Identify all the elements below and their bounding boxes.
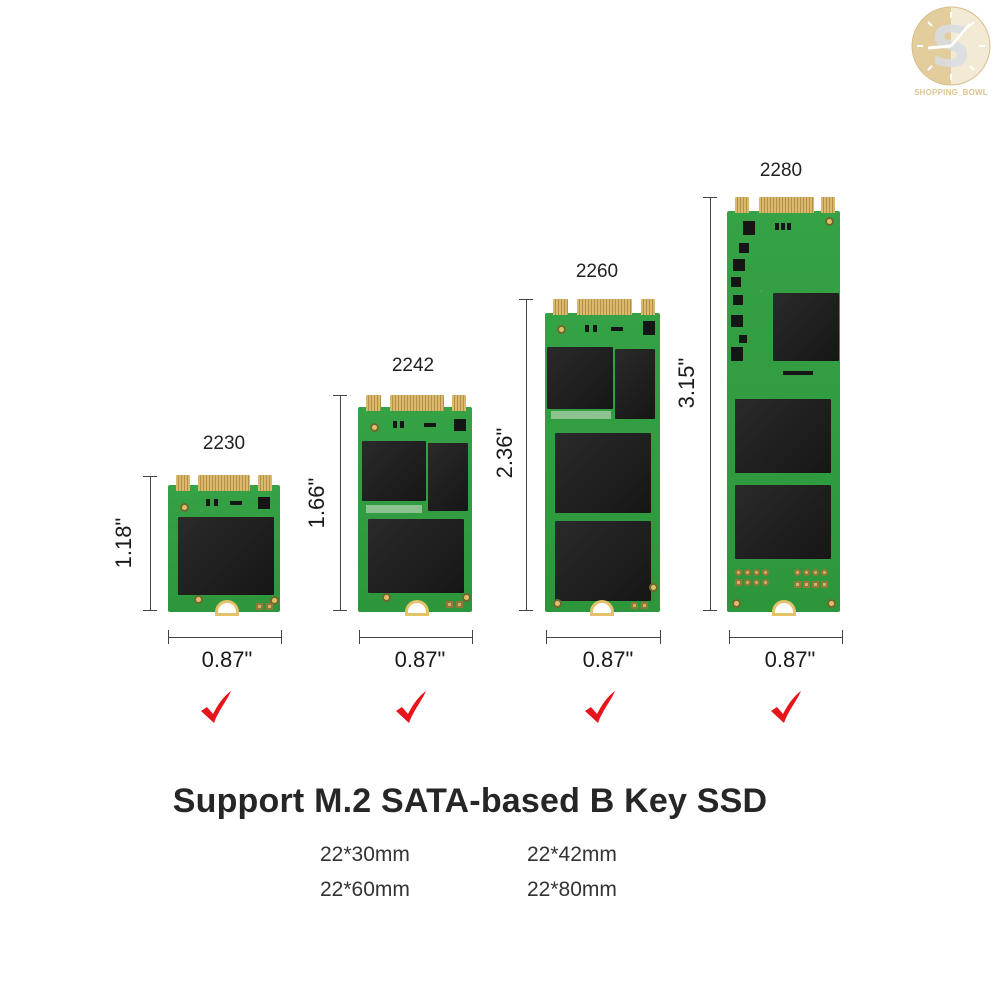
- width-label-2242: 0.87": [394, 647, 446, 672]
- dimension-tick: [281, 630, 282, 644]
- ssd-card-2280: [727, 197, 840, 613]
- dimension-tick: [729, 630, 730, 644]
- dimension-tick: [472, 630, 473, 644]
- height-dimension-line-2280: [710, 197, 711, 611]
- width-dimension-line-2280: [729, 637, 842, 638]
- dimension-tick: [143, 610, 157, 611]
- card-2230-label: 2230: [202, 433, 246, 454]
- dimension-tick: [333, 395, 347, 396]
- clock-s-logo-icon: S: [911, 6, 991, 86]
- size-22x42: 22*42mm: [527, 843, 617, 866]
- red-checkmark-icon: [396, 691, 426, 723]
- card-2242-label: 2242: [391, 355, 435, 376]
- height-label-2260: 2.36": [492, 427, 517, 479]
- dimension-tick: [359, 630, 360, 644]
- width-label-2260: 0.87": [582, 647, 634, 672]
- height-label-2230: 1.18": [111, 517, 136, 569]
- ssd-card-2260: [545, 299, 660, 613]
- height-label-2280: 3.15": [674, 357, 699, 409]
- ssd-card-2230: [168, 475, 280, 613]
- support-heading: Support M.2 SATA-based B Key SSD: [172, 782, 768, 820]
- card-2260-label: 2260: [575, 261, 619, 282]
- width-dimension-line-2230: [168, 637, 281, 638]
- height-dimension-line-2242: [340, 395, 341, 611]
- width-label-2280: 0.87": [764, 647, 816, 672]
- width-dimension-line-2260: [546, 637, 660, 638]
- size-22x80: 22*80mm: [527, 878, 617, 901]
- red-checkmark-icon: [201, 691, 231, 723]
- watermark-brand-text: SHOPPING_BOWL: [914, 88, 988, 97]
- dimension-tick: [519, 299, 533, 300]
- height-label-2242: 1.66": [304, 477, 329, 529]
- red-checkmark-icon: [585, 691, 615, 723]
- dimension-tick: [168, 630, 169, 644]
- width-dimension-line-2242: [359, 637, 472, 638]
- shopping-bowl-watermark: S SHOPPING_BOWL: [910, 4, 992, 104]
- dimension-tick: [143, 476, 157, 477]
- dimension-tick: [703, 610, 717, 611]
- card-2280-label: 2280: [759, 160, 803, 181]
- dimension-tick: [842, 630, 843, 644]
- width-label-2230: 0.87": [201, 647, 253, 672]
- ssd-card-2242: [358, 395, 472, 613]
- dimension-tick: [519, 610, 533, 611]
- red-checkmark-icon: [771, 691, 801, 723]
- size-22x30: 22*30mm: [320, 843, 410, 866]
- size-22x60: 22*60mm: [320, 878, 410, 901]
- height-dimension-line-2230: [150, 476, 151, 611]
- dimension-tick: [703, 197, 717, 198]
- dimension-tick: [333, 610, 347, 611]
- dimension-tick: [660, 630, 661, 644]
- height-dimension-line-2260: [526, 299, 527, 611]
- dimension-tick: [546, 630, 547, 644]
